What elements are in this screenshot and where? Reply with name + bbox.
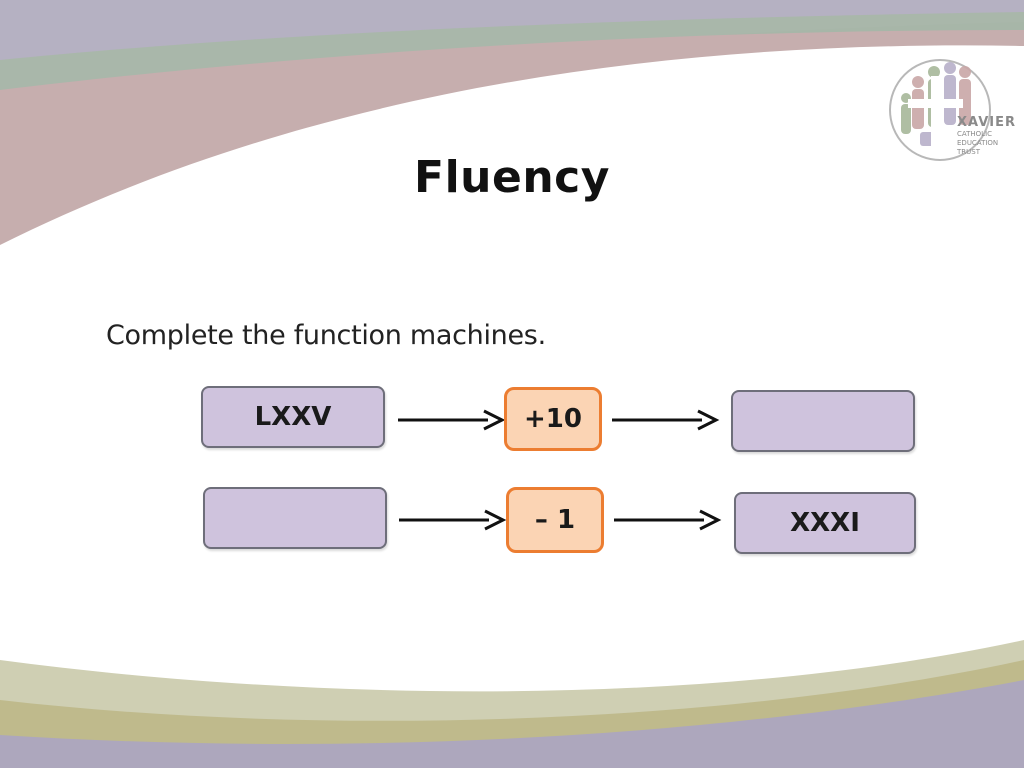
machine1-arrow-in [398,409,506,431]
machine2-output-box: XXXI [734,492,916,554]
slide-title: Fluency [414,152,610,203]
machine1-output-box[interactable] [731,390,915,452]
logo-line2: EDUCATION [957,139,999,147]
xavier-logo [889,59,991,161]
machine2-input-box[interactable] [203,487,387,549]
logo-line3: TRUST [957,148,980,156]
machine2-arrow-in [399,509,507,531]
machine1-arrow-out [612,409,720,431]
machine1-operation-box: +10 [504,387,602,451]
machine1-input-box: LXXV [201,386,385,448]
machine2-arrow-out [614,509,722,531]
instruction-text: Complete the function machines. [106,320,546,351]
machine2-operation-box: – 1 [506,487,604,553]
logo-name: XAVIER [957,115,1016,130]
logo-line1: CATHOLIC [957,130,993,138]
logo-wordmark: XAVIER CATHOLIC EDUCATION TRUST [957,115,1016,157]
